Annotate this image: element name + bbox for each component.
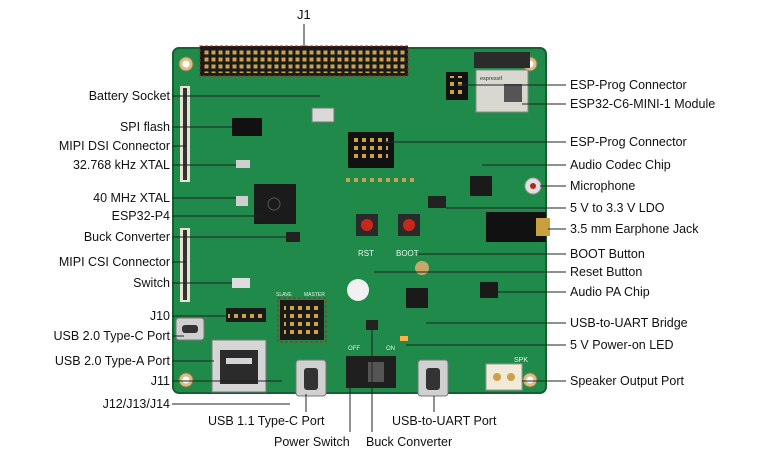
- master-silk: MASTER: [304, 292, 325, 298]
- label-usb2-type-c: USB 2.0 Type-C Port: [53, 329, 171, 343]
- label-esp32-c6-module: ESP32-C6-MINI-1 Module: [570, 97, 716, 111]
- rst-silk: RST: [358, 249, 374, 258]
- off-silk: OFF: [348, 346, 360, 352]
- esp32-c6-module: espressif: [474, 52, 530, 113]
- label-esp-prog-top: ESP-Prog Connector: [570, 78, 687, 92]
- label-ldo: 5 V to 3.3 V LDO: [570, 201, 665, 215]
- label-buck-converter-bottom: Buck Converter: [366, 435, 453, 449]
- label-40m-xtal: 40 MHz XTAL: [93, 191, 170, 205]
- label-reset-button: Reset Button: [570, 265, 643, 279]
- slave-silk: SLAVE: [276, 292, 292, 298]
- j1-header: [199, 45, 409, 77]
- buck-converter-bottom: [366, 320, 378, 330]
- usb-uart-bridge-chip: [406, 288, 428, 308]
- label-microphone: Microphone: [570, 179, 636, 193]
- label-power-led: 5 V Power-on LED: [570, 338, 674, 352]
- xtal-40m: [236, 196, 248, 206]
- label-mipi-dsi-connector: MIPI DSI Connector: [58, 139, 170, 153]
- label-power-switch: Power Switch: [274, 435, 350, 449]
- label-usb-uart-port: USB-to-UART Port: [392, 414, 497, 428]
- gpio-pin-row: [346, 176, 418, 184]
- espressif-logo: [347, 279, 369, 301]
- ldo-chip: [428, 196, 446, 208]
- power-led: [400, 336, 408, 341]
- label-switch: Switch: [133, 276, 170, 290]
- label-speaker-port: Speaker Output Port: [570, 374, 684, 388]
- label-esp-prog-middle: ESP-Prog Connector: [570, 135, 687, 149]
- battery-socket: [311, 107, 335, 123]
- usb-uart-port: [417, 359, 449, 397]
- buck-converter-left: [286, 232, 300, 242]
- speaker-output-port: SPK: [485, 357, 528, 391]
- label-usb2-type-a: USB 2.0 Type-A Port: [54, 354, 170, 368]
- label-j10: J10: [149, 309, 170, 323]
- label-j11: J11: [150, 374, 170, 388]
- label-mipi-csi-connector: MIPI CSI Connector: [58, 255, 170, 269]
- boot-button: BOOT: [396, 214, 420, 258]
- boot-silk: BOOT: [396, 249, 419, 258]
- module-brand-text: espressif: [480, 76, 502, 82]
- switch: [232, 278, 250, 288]
- leader-lines: [172, 24, 566, 432]
- label-usb11-type-c: USB 1.1 Type-C Port: [208, 414, 325, 428]
- label-audio-pa: Audio PA Chip: [570, 285, 650, 299]
- microphone: [524, 177, 542, 195]
- reset-button: RST: [356, 214, 378, 258]
- label-earphone-jack: 3.5 mm Earphone Jack: [570, 222, 699, 236]
- j10-j11-headers: SLAVE MASTER: [226, 292, 327, 343]
- audio-codec-chip: [470, 176, 492, 196]
- label-j12-j13-j14: J12/J13/J14: [102, 397, 170, 411]
- label-audio-codec: Audio Codec Chip: [570, 158, 671, 172]
- earphone-jack: [486, 212, 550, 242]
- label-spi-flash: SPI flash: [119, 120, 170, 134]
- usb11-type-c-port: [295, 359, 327, 397]
- audio-pa-chip: [480, 282, 498, 298]
- mipi-csi-connector: [180, 228, 190, 302]
- power-switch: OFF ON: [346, 346, 396, 388]
- label-boot-button: BOOT Button: [570, 247, 645, 261]
- xtal-32k: [236, 160, 250, 168]
- spk-silk: SPK: [514, 357, 528, 364]
- usb2-type-a-port: [211, 339, 267, 393]
- esp-prog-connector-top: [446, 72, 468, 100]
- usb2-type-c-port: [175, 317, 205, 341]
- on-silk: ON: [386, 346, 395, 352]
- label-usb-uart-bridge: USB-to-UART Bridge: [570, 316, 688, 330]
- label-buck-converter-left: Buck Converter: [83, 230, 170, 244]
- label-esp32-p4: ESP32-P4: [111, 209, 170, 223]
- label-battery-socket: Battery Socket: [88, 89, 170, 103]
- esp-prog-connector-middle: [348, 132, 394, 168]
- spi-flash-chip: [232, 118, 262, 136]
- mipi-dsi-connector: [180, 86, 190, 182]
- label-32k-xtal: 32.768 kHz XTAL: [72, 158, 170, 172]
- label-j1: J1: [297, 7, 311, 22]
- esp32-p4-chip: [254, 184, 296, 224]
